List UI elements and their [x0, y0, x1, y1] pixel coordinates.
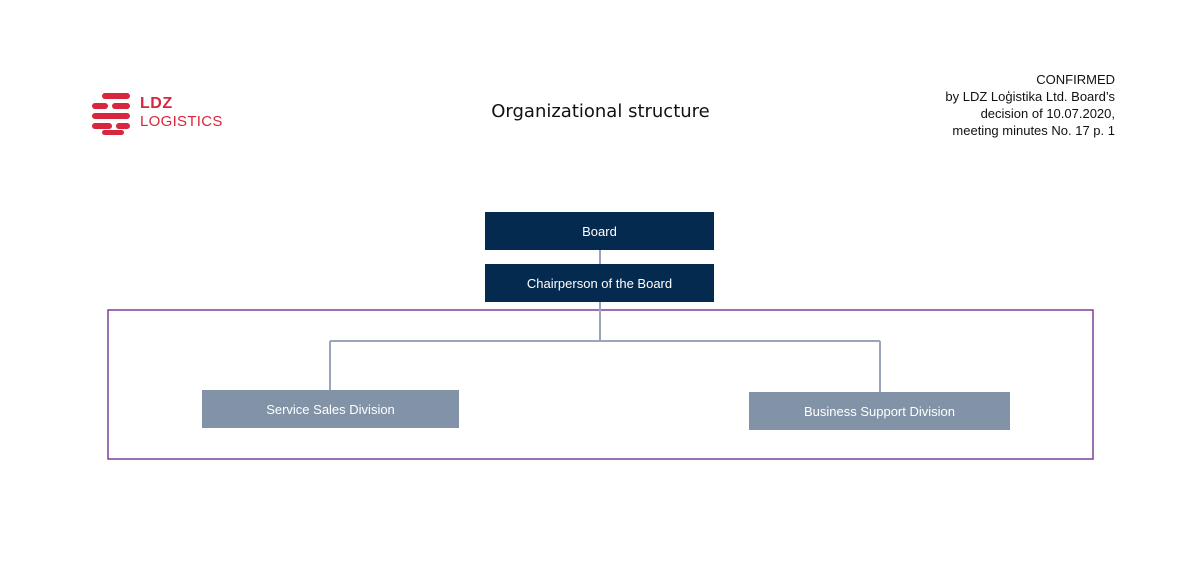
confirmation-line-3: decision of 10.07.2020,	[980, 106, 1115, 121]
logo-line-2: LOGISTICS	[140, 113, 223, 130]
page-title: Organizational structure	[491, 101, 710, 122]
chairperson-box: Chairperson of the Board	[485, 264, 714, 302]
business-support-division-box: Business Support Division	[749, 392, 1010, 430]
confirmation-note: CONFIRMED by LDZ Loģistika Ltd. Board’s …	[945, 71, 1115, 139]
confirmation-line-1: CONFIRMED	[1036, 72, 1115, 87]
logo-text: LDZ LOGISTICS	[140, 95, 223, 130]
board-box: Board	[485, 212, 714, 250]
confirmation-line-2: by LDZ Loģistika Ltd. Board’s	[945, 89, 1115, 104]
confirmation-line-4: meeting minutes No. 17 p. 1	[952, 123, 1115, 138]
service-sales-division-box: Service Sales Division	[202, 390, 459, 428]
ldz-logistics-logo: LDZ LOGISTICS	[90, 92, 230, 136]
logo-mark-icon	[92, 93, 130, 135]
logo-line-1: LDZ	[140, 95, 173, 112]
